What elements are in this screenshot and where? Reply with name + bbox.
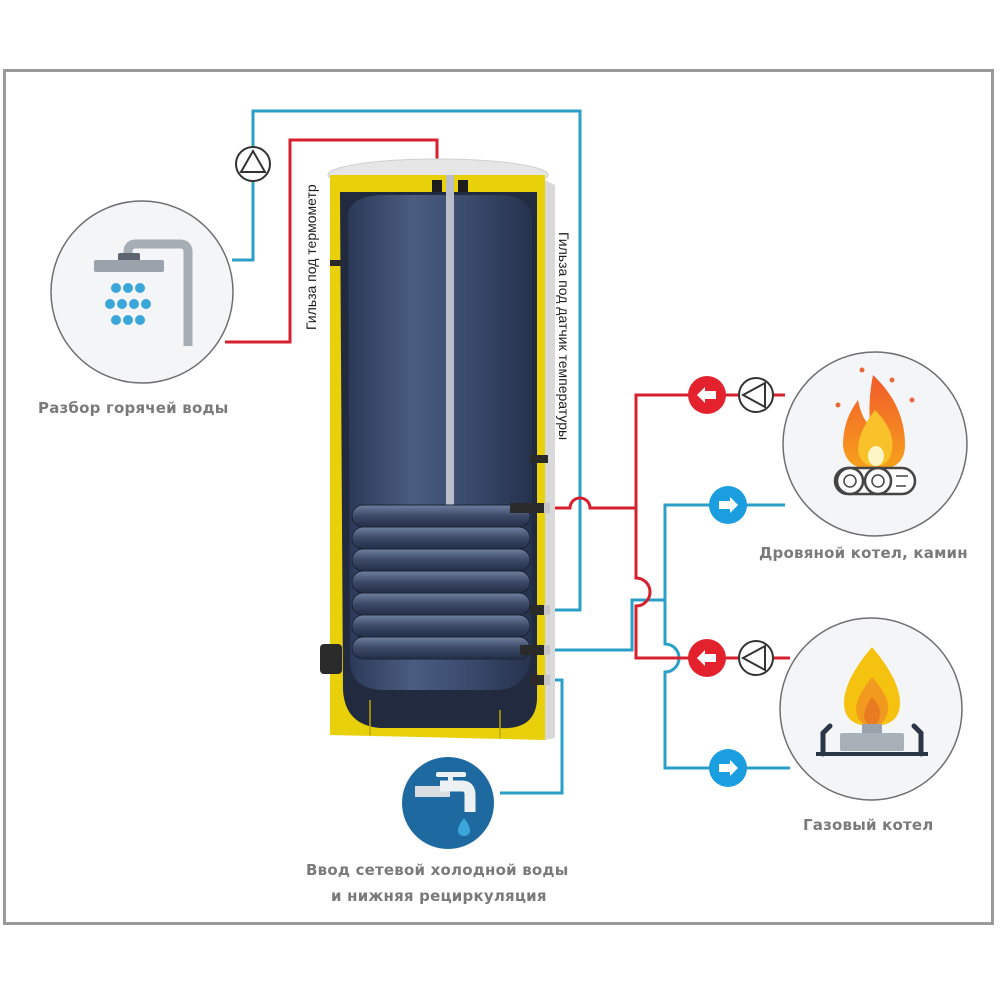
arrow-right-icon [709,486,747,524]
pipe-gas-supply [634,508,790,660]
circulation-pump-icon [235,146,271,182]
diagram-frame [3,69,994,925]
pipe-hot-outlet [225,138,439,344]
arrow-left-icon [688,376,726,414]
heat-exchanger-coil [351,504,531,660]
indirect-water-heater-tank [320,158,555,740]
shower-icon [50,200,234,384]
gas-burner-icon [779,617,963,801]
pipe-gas-return [663,600,790,770]
label-temperature-sensor-sleeve: Гильза под датчик температуры [556,232,572,441]
water-tap-icon [402,757,494,849]
label-cold-inlet-line1: Ввод сетевой холодной воды [306,861,569,879]
tank-ports [330,260,548,685]
pipe-recirculation-top [232,109,582,612]
circulation-pump-icon [738,377,774,413]
label-hot-water-draw: Разбор горячей воды [38,399,229,417]
pipe-wood-return [663,503,785,640]
label-cold-inlet-line2: и нижняя рециркуляция [331,887,547,905]
label-gas-boiler: Газовый котел [803,816,934,834]
arrow-right-icon [709,749,747,787]
pipe-coil-upper [548,496,636,510]
pipe-coil-lower [548,598,665,652]
label-wood-boiler: Дровяной котел, камин [759,544,968,562]
arrow-left-icon [688,639,726,677]
label-thermometer-sleeve: Гильза под термометр [303,184,319,330]
circulation-pump-icon [738,640,774,676]
campfire-icon [782,351,968,537]
